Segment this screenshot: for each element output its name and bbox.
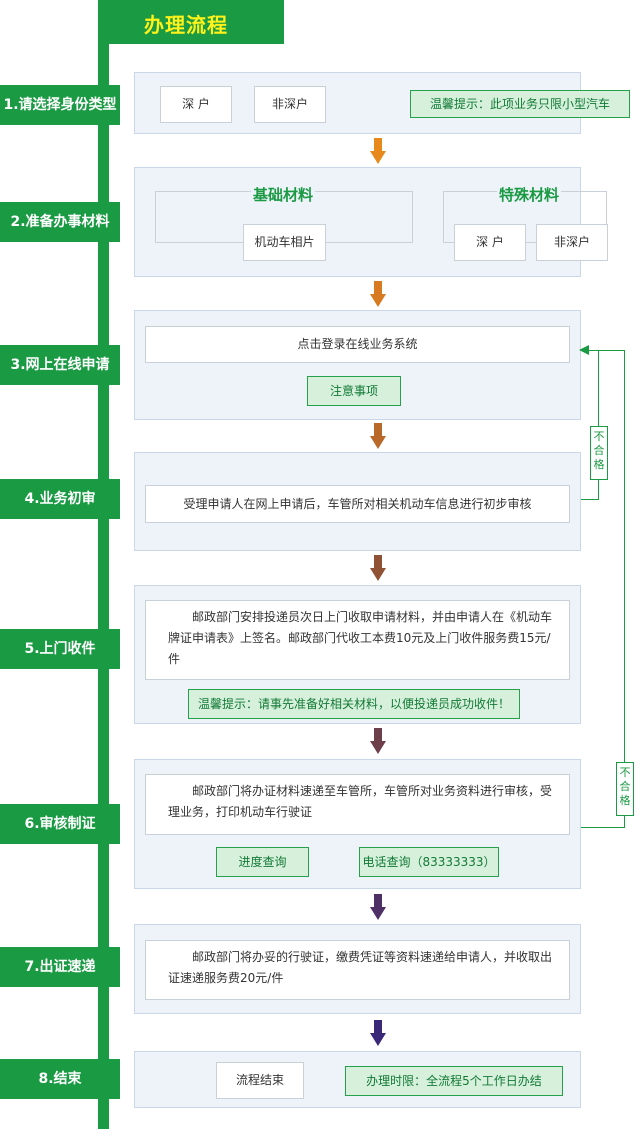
step5-panel: 邮政部门安排投递员次日上门收取申请材料，并由申请人在《机动车牌证申请表》上签名。…: [134, 585, 581, 724]
down-arrow-icon: [370, 423, 386, 449]
timeline-line: [98, 0, 109, 1129]
notice-button[interactable]: 注意事项: [307, 376, 401, 406]
vehicle-type-tip: 温馨提示：此项业务只限小型汽车: [410, 90, 630, 118]
progress-query-button[interactable]: 进度查询: [216, 847, 309, 877]
down-arrow-icon: [370, 728, 386, 754]
vehicle-photo-button[interactable]: 机动车相片: [243, 224, 326, 261]
resident-button[interactable]: 深 户: [160, 86, 232, 123]
step1-panel: 深 户 非深户 温馨提示：此项业务只限小型汽车: [134, 72, 630, 134]
initial-review-text: 受理申请人在网上申请后，车管所对相关机动车信息进行初步审核: [145, 485, 570, 523]
step-label-2: 2.准备办事材料: [0, 202, 120, 242]
step-label-4: 4.业务初审: [0, 479, 120, 519]
fail-loop-step6: [581, 350, 625, 828]
down-arrow-icon: [370, 281, 386, 307]
page-title: 办理流程: [144, 13, 228, 37]
down-arrow-icon: [370, 138, 386, 164]
fail-label-step4: 不合格: [590, 426, 608, 480]
process-end-box: 流程结束: [216, 1062, 304, 1099]
online-login-link[interactable]: 点击登录在线业务系统: [145, 326, 570, 363]
non-resident-button[interactable]: 非深户: [254, 86, 326, 123]
pickup-description: 邮政部门安排投递员次日上门收取申请材料，并由申请人在《机动车牌证申请表》上签名。…: [145, 600, 570, 680]
time-limit-box: 办理时限：全流程5个工作日办结: [345, 1066, 563, 1096]
pickup-tip: 温馨提示：请事先准备好相关材料，以便投递员成功收件！: [188, 689, 520, 719]
basic-materials-title: 基础材料: [251, 184, 316, 205]
step-label-6: 6.审核制证: [0, 804, 120, 844]
delivery-description: 邮政部门将办妥的行驶证，缴费凭证等资料速递给申请人，并收取出证速递服务费20元/…: [145, 940, 570, 1000]
page-header: 办理流程: [98, 0, 284, 44]
down-arrow-icon: [370, 555, 386, 581]
review-description: 邮政部门将办证材料速递至车管所，车管所对业务资料进行审核，受理业务，打印机动车行…: [145, 774, 570, 835]
step7-panel: 邮政部门将办妥的行驶证，缴费凭证等资料速递给申请人，并收取出证速递服务费20元/…: [134, 924, 581, 1014]
down-arrow-icon: [370, 894, 386, 920]
step-label-3: 3.网上在线申请: [0, 345, 120, 385]
step-label-5: 5.上门收件: [0, 629, 120, 669]
fail-label-step6: 不合格: [616, 762, 634, 816]
step-label-1: 1.请选择身份类型: [0, 85, 120, 125]
loop-arrowhead-icon: [579, 345, 589, 355]
down-arrow-icon: [370, 1020, 386, 1046]
step3-panel: 点击登录在线业务系统 注意事项: [134, 310, 581, 420]
special-resident-button[interactable]: 深 户: [454, 224, 526, 261]
step2-panel: 基础材料 机动车相片 特殊材料 深 户 非深户: [134, 167, 608, 277]
special-materials-title: 特殊材料: [497, 184, 562, 205]
step-label-8: 8.结束: [0, 1059, 120, 1099]
step8-panel: 流程结束 办理时限：全流程5个工作日办结: [134, 1051, 581, 1108]
phone-query-button[interactable]: 电话查询（83333333）: [359, 847, 499, 877]
step6-panel: 邮政部门将办证材料速递至车管所，车管所对业务资料进行审核，受理业务，打印机动车行…: [134, 759, 581, 889]
step4-panel: 受理申请人在网上申请后，车管所对相关机动车信息进行初步审核: [134, 452, 581, 551]
special-non-resident-button[interactable]: 非深户: [536, 224, 608, 261]
step-label-7: 7.出证速递: [0, 947, 120, 987]
